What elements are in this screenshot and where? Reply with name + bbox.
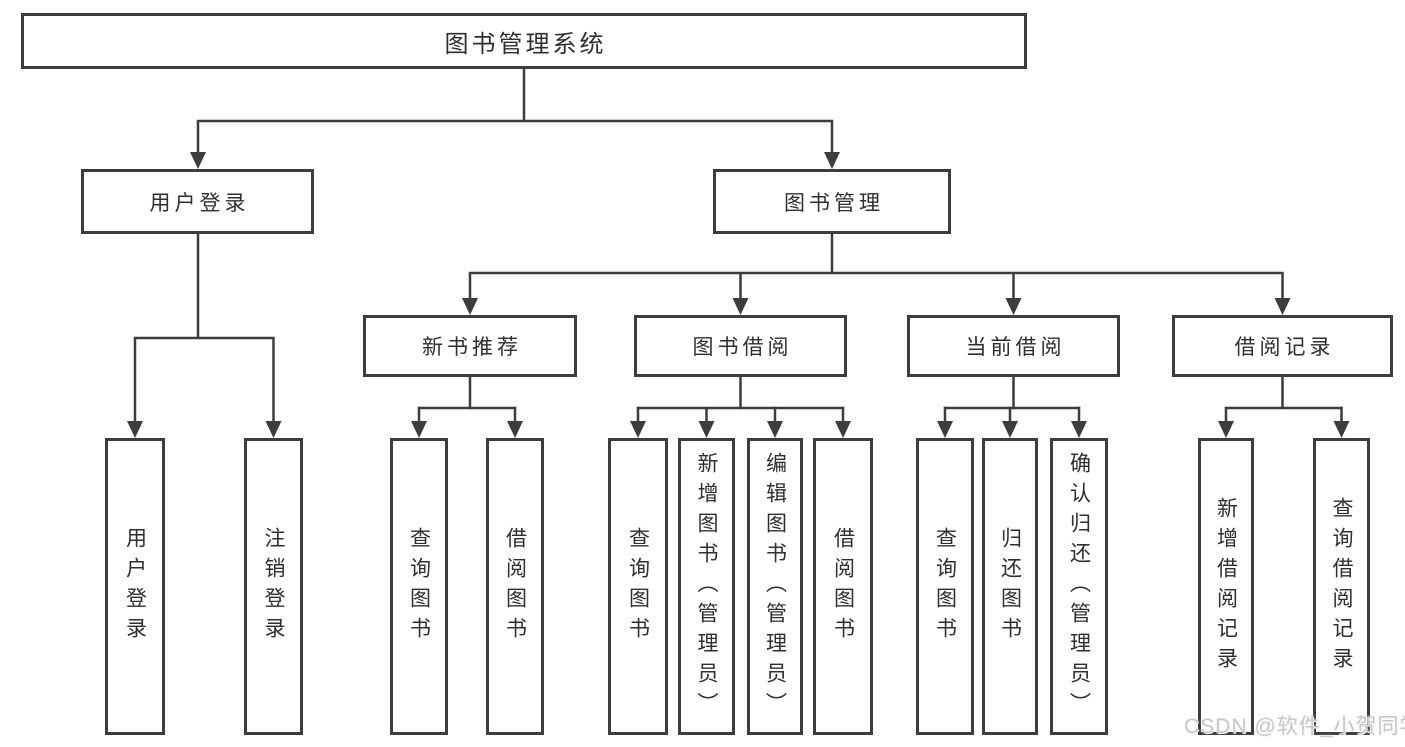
node-borrow-records-label: 借阅记录 bbox=[1234, 336, 1335, 359]
node-book-management-label: 图书管理 bbox=[784, 191, 884, 215]
node-current-borrowing-label: 当前借阅 bbox=[965, 336, 1066, 359]
leaf-query-books-recommend: 查询图书 bbox=[390, 438, 448, 735]
leaf-query-books-borrowing: 查询图书 bbox=[608, 438, 668, 735]
leaf-logout: 注销登录 bbox=[244, 438, 303, 735]
leaf-confirm-return-admin-label: 确认归还（管理员） bbox=[1067, 451, 1091, 722]
node-library-management-system: 图书管理系统 bbox=[21, 13, 1027, 69]
node-book-borrowing-label: 图书借阅 bbox=[692, 336, 793, 359]
leaf-return-books: 归还图书 bbox=[982, 438, 1038, 735]
leaf-borrow-books-recommend: 借阅图书 bbox=[486, 438, 544, 735]
leaf-add-book-admin-label: 新增图书（管理员） bbox=[695, 451, 718, 722]
node-borrow-records: 借阅记录 bbox=[1172, 315, 1393, 377]
leaf-query-books-current: 查询图书 bbox=[916, 438, 974, 735]
leaf-query-borrow-record-label: 查询借阅记录 bbox=[1330, 496, 1353, 677]
node-user-login: 用户登录 bbox=[81, 169, 314, 234]
leaf-query-books-borrowing-label: 查询图书 bbox=[626, 526, 650, 647]
leaf-query-books-current-label: 查询图书 bbox=[933, 526, 957, 647]
leaf-query-borrow-record: 查询借阅记录 bbox=[1313, 438, 1370, 735]
arrowheads bbox=[127, 152, 1350, 438]
node-current-borrowing: 当前借阅 bbox=[907, 315, 1120, 377]
leaf-edit-book-admin: 编辑图书（管理员） bbox=[747, 438, 803, 735]
leaf-user-login-label: 用户登录 bbox=[123, 526, 147, 647]
leaf-add-book-admin: 新增图书（管理员） bbox=[678, 438, 735, 735]
leaf-return-books-label: 归还图书 bbox=[998, 526, 1022, 647]
leaf-query-books-recommend-label: 查询图书 bbox=[407, 526, 431, 647]
node-user-login-label: 用户登录 bbox=[149, 191, 250, 215]
node-new-book-recommend-label: 新书推荐 bbox=[422, 336, 522, 359]
leaf-logout-label: 注销登录 bbox=[262, 526, 285, 647]
leaf-borrow-books-recommend-label: 借阅图书 bbox=[503, 526, 527, 647]
leaf-confirm-return-admin: 确认归还（管理员） bbox=[1050, 438, 1108, 735]
leaf-add-borrow-record: 新增借阅记录 bbox=[1198, 438, 1254, 735]
node-library-management-system-label: 图书管理系统 bbox=[444, 30, 607, 58]
csdn-watermark: CSDN @软件_小贺同学 bbox=[1184, 715, 1405, 738]
leaf-add-borrow-record-label: 新增借阅记录 bbox=[1214, 496, 1238, 677]
node-book-borrowing: 图书借阅 bbox=[634, 315, 847, 377]
node-new-book-recommend: 新书推荐 bbox=[363, 315, 577, 377]
leaf-user-login: 用户登录 bbox=[105, 438, 165, 735]
leaf-borrow-books-borrowing: 借阅图书 bbox=[813, 438, 873, 735]
leaf-edit-book-admin-label: 编辑图书（管理员） bbox=[763, 451, 787, 722]
leaf-borrow-books-borrowing-label: 借阅图书 bbox=[831, 526, 855, 647]
node-book-management: 图书管理 bbox=[713, 169, 951, 234]
